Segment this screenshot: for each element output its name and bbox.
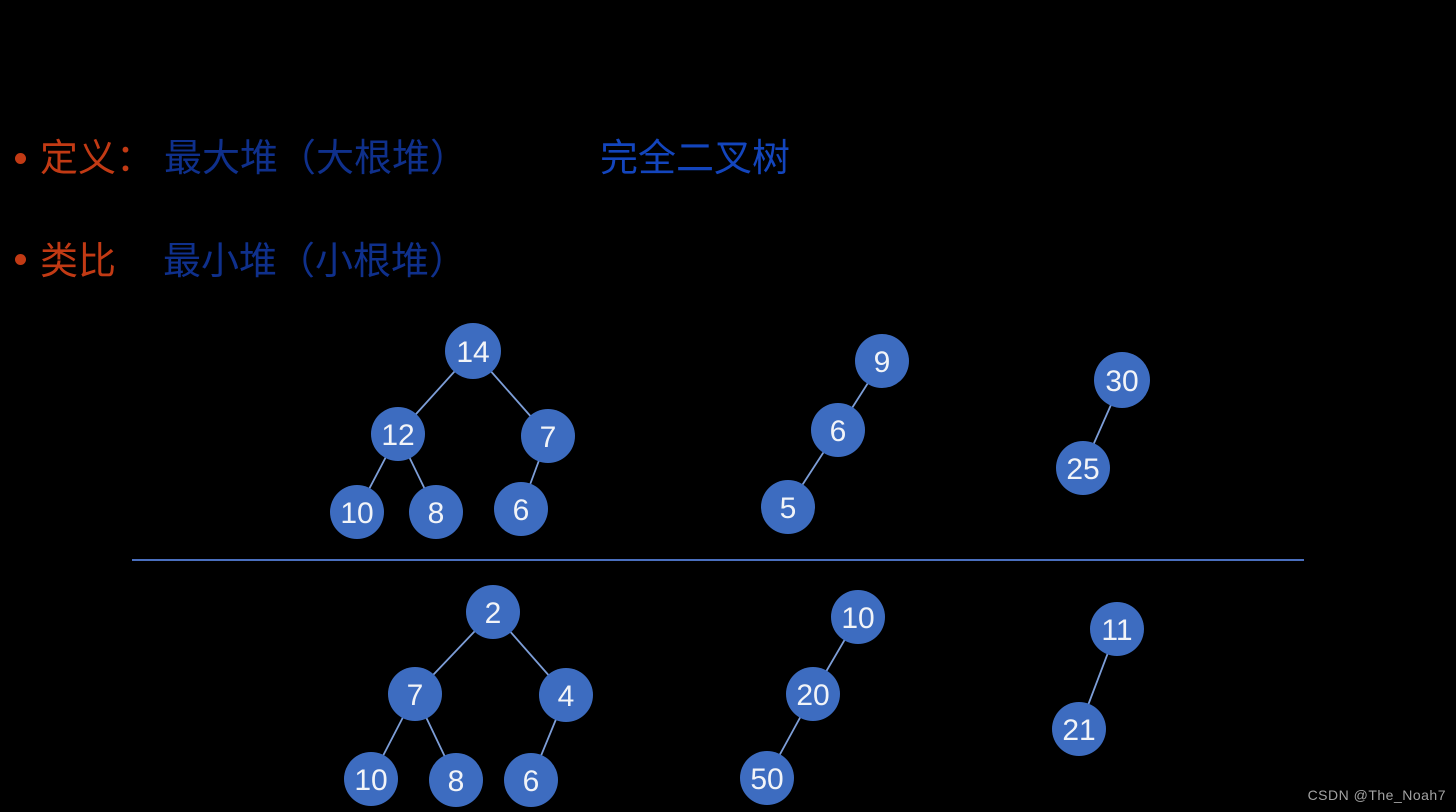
tree-node-value: 8 [428,497,445,530]
tree-min-heap-example-1: 2 7 4 10 8 6 [344,585,593,807]
tree-min-heap-example-3: 11 21 [1052,602,1144,756]
tree-node-circle [371,407,425,461]
tree-node-value: 8 [448,765,465,798]
tree-node-value: 5 [780,492,797,525]
tree-node-circle [344,752,398,806]
tree-node-circle [388,667,442,721]
min-heap-term: 最小堆（小根堆） [163,241,468,283]
tree-min-heap-example-2: 10 20 50 [740,590,885,805]
tree-node-value: 6 [513,494,530,527]
tree-node-circle [429,753,483,807]
tree-node-value: 12 [381,419,414,452]
tree-max-heap-example-1: 14 12 7 10 8 6 [330,323,575,539]
bullet-dot-icon [15,153,26,164]
bullet-line-definition: 定义： 最大堆（大根堆） 完全二叉树 [0,137,1456,183]
tree-node-circle [811,403,865,457]
tree-node-value: 14 [456,336,489,369]
tree-node-circle [445,323,501,379]
tree-node-circle [521,409,575,463]
tree-node-value: 6 [830,415,847,448]
tree-node-value: 20 [796,679,829,712]
tree-node-circle [1094,352,1150,408]
tree-node-circle [1052,702,1106,756]
tree-node-circle [786,667,840,721]
tree-node-circle [409,485,463,539]
tree-node-value: 2 [485,597,502,630]
max-heap-term: 最大堆（大根堆） [164,138,469,180]
definition-label: 定义： [40,138,155,180]
tree-node-value: 11 [1101,614,1132,647]
tree-max-heap-example-2: 9 6 5 [761,334,909,534]
complete-binary-tree-term: 完全二叉树 [600,138,791,180]
bullet-dot-icon [15,254,26,265]
tree-node-circle [504,753,558,807]
tree-node-value: 30 [1105,365,1138,398]
tree-node-circle [761,480,815,534]
tree-node-value: 7 [540,421,557,454]
tree-node-value: 10 [354,764,387,797]
watermark: CSDN @The_Noah7 [1307,787,1446,803]
divider-line [132,559,1304,561]
tree-node-value: 7 [407,679,424,712]
tree-node-circle [831,590,885,644]
tree-node-circle [330,485,384,539]
tree-node-circle [539,668,593,722]
tree-node-circle [466,585,520,639]
tree-node-circle [740,751,794,805]
tree-node-value: 21 [1062,714,1095,747]
tree-node-circle [1056,441,1110,495]
bullet-line-analogy: 类比 最小堆（小根堆） [0,240,1456,286]
tree-node-value: 10 [340,497,373,530]
tree-node-circle [1090,602,1144,656]
tree-node-value: 10 [841,602,874,635]
tree-node-value: 9 [874,346,891,379]
tree-max-heap-example-3: 30 25 [1056,352,1150,495]
tree-node-value: 25 [1066,453,1099,486]
tree-node-value: 4 [558,680,575,713]
tree-node-value: 50 [750,763,783,796]
tree-node-value: 6 [523,765,540,798]
tree-node-circle [855,334,909,388]
tree-node-circle [494,482,548,536]
analogy-label: 类比 [40,241,117,283]
